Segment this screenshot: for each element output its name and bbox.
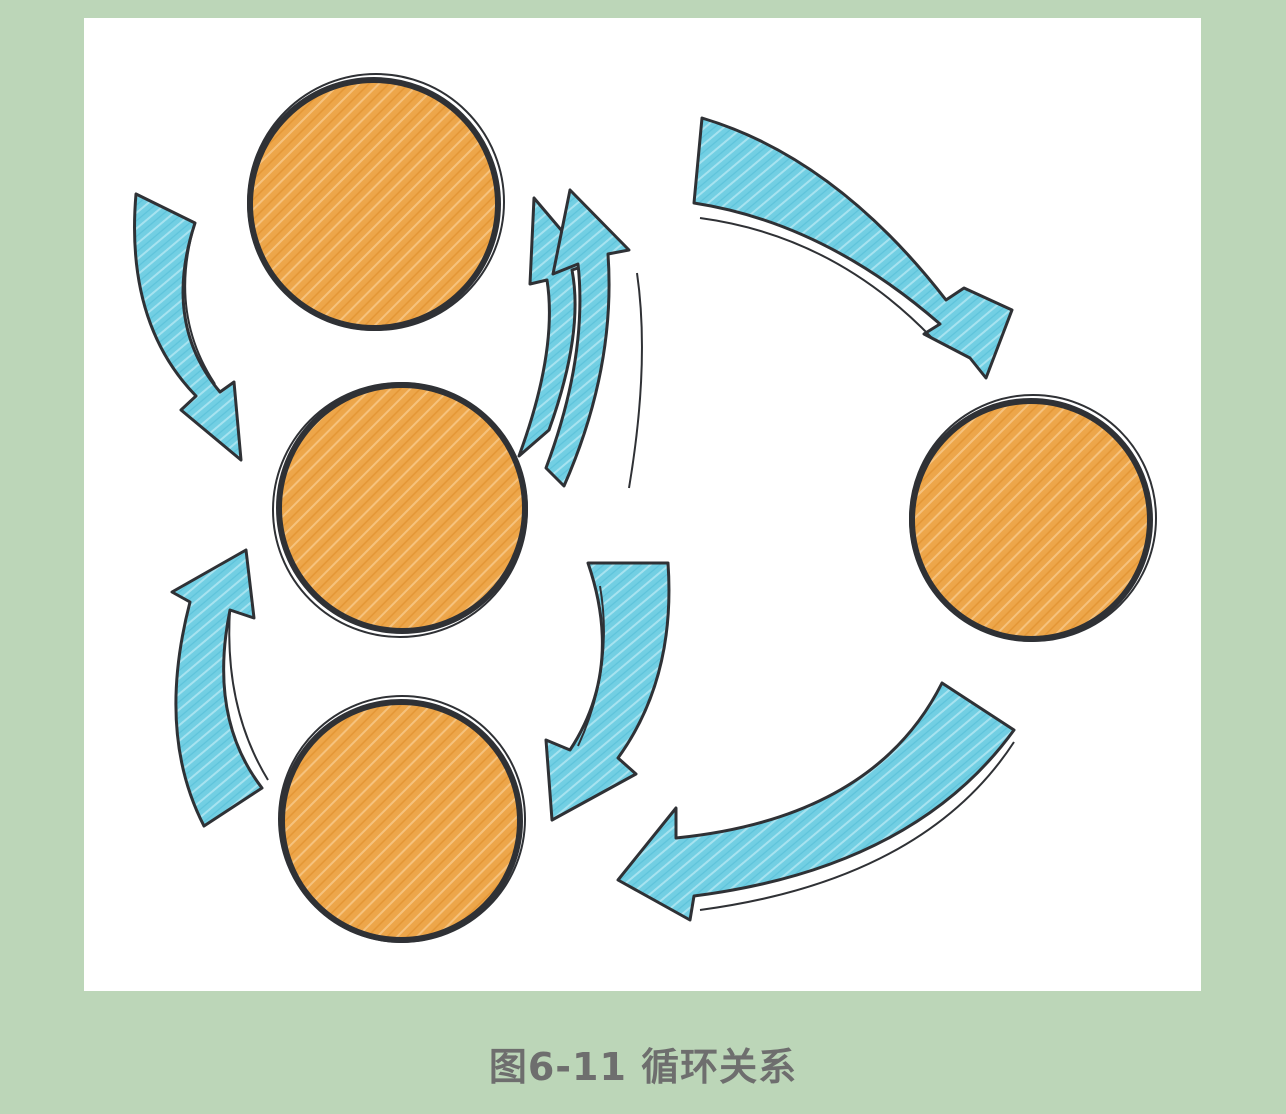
node-right (909, 394, 1157, 642)
arrow-middle-to-top-right (517, 188, 643, 489)
node-middle (272, 382, 528, 638)
node-top (247, 73, 505, 331)
arrow-top-to-middle-left (133, 192, 243, 462)
figure-caption: 图6-11 循环关系 (488, 1045, 798, 1089)
arrow-bottom-to-middle-left (170, 548, 269, 828)
arrow-middle-to-bottom-right (544, 561, 671, 822)
arrow-top-to-right-node (692, 116, 1014, 380)
diagram-canvas (84, 18, 1201, 991)
arrow-right-to-bottom-node (616, 681, 1016, 922)
node-bottom (278, 695, 526, 943)
